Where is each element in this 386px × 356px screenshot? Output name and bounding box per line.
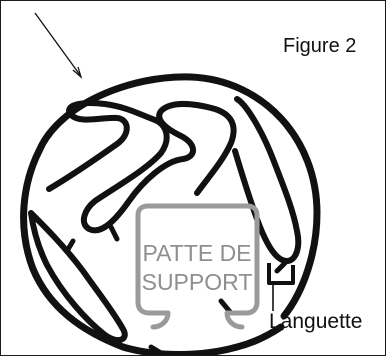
support-bracket-label: PATTE DE SUPPORT	[131, 239, 263, 297]
outer-ring-left	[20, 147, 127, 351]
pointer-arrow	[34, 12, 83, 79]
inner-rib	[46, 100, 237, 234]
support-bracket	[135, 203, 260, 316]
tab-label: Languette	[269, 310, 363, 333]
bottom-arc	[119, 323, 285, 355]
support-bracket-foot-right	[224, 310, 245, 330]
support-bracket-label-line1: PATTE DE	[142, 240, 252, 266]
left-loop	[28, 210, 128, 344]
tab-shape	[267, 263, 295, 285]
support-bracket-foot-left	[150, 310, 171, 330]
figure-title: Figure 2	[283, 35, 357, 57]
outer-ring	[35, 73, 321, 320]
support-bracket-label-line2: SUPPORT	[141, 269, 253, 295]
